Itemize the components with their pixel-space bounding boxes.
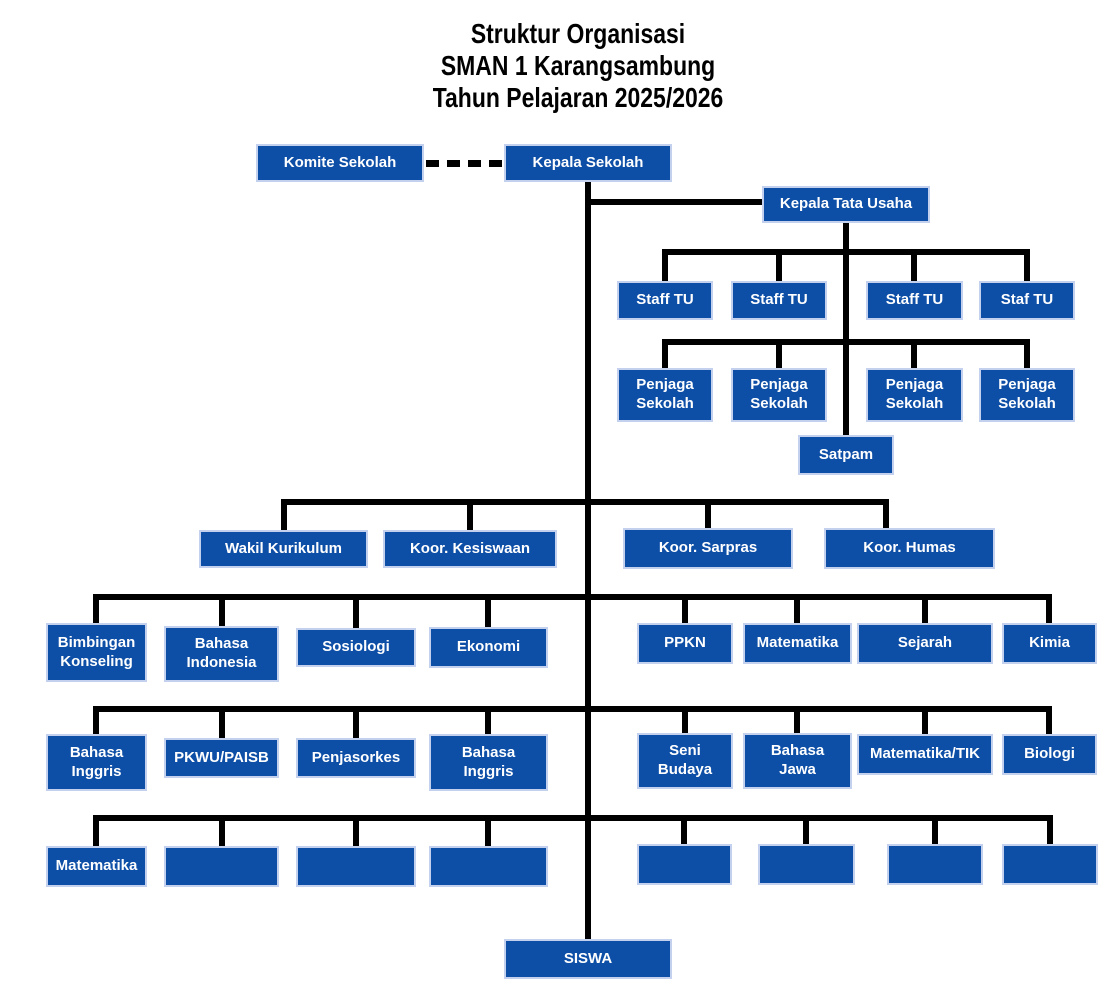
node-sejarah: Sejarah	[857, 623, 993, 664]
connector-row2-drop-8	[1046, 706, 1052, 734]
chart-title-line2: SMAN 1 Karangsambung	[440, 50, 716, 81]
connector-row2-drop-1	[93, 706, 99, 734]
node-bahasa-jawa: Bahasa Jawa	[743, 733, 852, 789]
node-empty-2	[296, 846, 416, 887]
connector-row1-drop-6	[794, 594, 800, 623]
node-penjaga-sekolah-3: Penjaga Sekolah	[866, 368, 963, 422]
connector-row2-bus	[93, 706, 1052, 712]
node-bahasa-indonesia: Bahasa Indonesia	[164, 626, 279, 682]
node-bahasa-inggris-1: Bahasa Inggris	[46, 734, 147, 791]
connector-row2-drop-4	[485, 706, 491, 734]
connector-stafftu-drop-3	[911, 249, 917, 281]
connector-penjaga-drop-2	[776, 339, 782, 368]
chart-title-line1: Struktur Organisasi	[470, 18, 686, 49]
node-siswa: SISWA	[504, 939, 672, 979]
node-penjaga-sekolah-4: Penjaga Sekolah	[979, 368, 1075, 422]
node-empty-4	[637, 844, 732, 885]
connector-row3-drop-8	[1047, 815, 1053, 844]
node-empty-5	[758, 844, 855, 885]
connector-penjaga-bus	[662, 339, 1030, 345]
node-komite-sekolah: Komite Sekolah	[256, 144, 424, 182]
connector-row1-drop-7	[922, 594, 928, 623]
node-empty-1	[164, 846, 279, 887]
connector-row3-drop-3	[353, 815, 359, 846]
connector-penjaga-drop-3	[911, 339, 917, 368]
node-empty-3	[429, 846, 548, 887]
connector-row2-drop-7	[922, 706, 928, 734]
node-matematika-2: Matematika	[46, 846, 147, 887]
connector-koordinator-drop-2	[467, 499, 473, 530]
node-ekonomi: Ekonomi	[429, 627, 548, 668]
connector-row1-drop-1	[93, 594, 99, 623]
connector-row1-drop-4	[485, 594, 491, 627]
connector-row2-drop-3	[353, 706, 359, 738]
node-ppkn: PPKN	[637, 623, 733, 664]
connector-row3-drop-5	[681, 815, 687, 844]
node-penjaga-sekolah-1: Penjaga Sekolah	[617, 368, 713, 422]
connector-row1-drop-5	[682, 594, 688, 623]
node-bahasa-inggris-2: Bahasa Inggris	[429, 734, 548, 791]
connector-koordinator-drop-3	[705, 499, 711, 528]
node-staff-tu-1: Staff TU	[617, 281, 713, 320]
connector-penjaga-drop-4	[1024, 339, 1030, 368]
node-bimbingan-konseling: Bimbingan Konseling	[46, 623, 147, 682]
connector-row1-drop-2	[219, 594, 225, 626]
node-staff-tu-3: Staff TU	[866, 281, 963, 320]
connector-koordinator-drop-4	[883, 499, 889, 528]
connector-row3-drop-1	[93, 815, 99, 846]
connector-ktu-branch	[585, 199, 765, 205]
node-biologi: Biologi	[1002, 734, 1097, 775]
node-pkwu-paisb: PKWU/PAISB	[164, 738, 279, 778]
node-koor-kesiswaan: Koor. Kesiswaan	[383, 530, 557, 568]
node-empty-7	[1002, 844, 1098, 885]
connector-row2-drop-6	[794, 706, 800, 733]
node-wakil-kurikulum: Wakil Kurikulum	[199, 530, 368, 568]
connector-stafftu-drop-1	[662, 249, 668, 281]
chart-title-line3: Tahun Pelajaran 2025/2026	[432, 82, 724, 113]
node-koor-sarpras: Koor. Sarpras	[623, 528, 793, 569]
connector-main-spine	[585, 182, 591, 939]
node-seni-budaya: Seni Budaya	[637, 733, 733, 789]
connector-row3-bus	[93, 815, 1053, 821]
connector-stafftu-bus	[662, 249, 1030, 255]
node-penjasorkes: Penjasorkes	[296, 738, 416, 778]
node-kimia: Kimia	[1002, 623, 1097, 664]
node-koor-humas: Koor. Humas	[824, 528, 995, 569]
connector-komite-dashed	[426, 160, 504, 167]
connector-row3-drop-6	[803, 815, 809, 844]
node-kepala-tata-usaha: Kepala Tata Usaha	[762, 186, 930, 223]
connector-stafftu-drop-4	[1024, 249, 1030, 281]
connector-koordinator-bus	[281, 499, 889, 505]
connector-row3-drop-2	[219, 815, 225, 846]
connector-stafftu-drop-2	[776, 249, 782, 281]
connector-row3-drop-4	[485, 815, 491, 846]
node-kepala-sekolah: Kepala Sekolah	[504, 144, 672, 182]
node-empty-6	[887, 844, 983, 885]
connector-row1-drop-3	[353, 594, 359, 628]
node-staff-tu-2: Staff TU	[731, 281, 827, 320]
connector-row3-drop-7	[932, 815, 938, 844]
connector-penjaga-drop-1	[662, 339, 668, 368]
connector-row1-drop-8	[1046, 594, 1052, 623]
connector-row2-drop-5	[682, 706, 688, 733]
node-matematika-1: Matematika	[743, 623, 852, 664]
connector-koordinator-drop-1	[281, 499, 287, 530]
chart-title: Struktur Organisasi SMAN 1 Karangsambung…	[307, 18, 848, 114]
node-sosiologi: Sosiologi	[296, 628, 416, 667]
connector-row1-bus	[93, 594, 1052, 600]
node-satpam: Satpam	[798, 435, 894, 475]
connector-ktu-spine	[843, 223, 849, 435]
node-staff-tu-4: Staf TU	[979, 281, 1075, 320]
node-matematika-tik: Matematika/TIK	[857, 734, 993, 775]
node-penjaga-sekolah-2: Penjaga Sekolah	[731, 368, 827, 422]
connector-row2-drop-2	[219, 706, 225, 738]
